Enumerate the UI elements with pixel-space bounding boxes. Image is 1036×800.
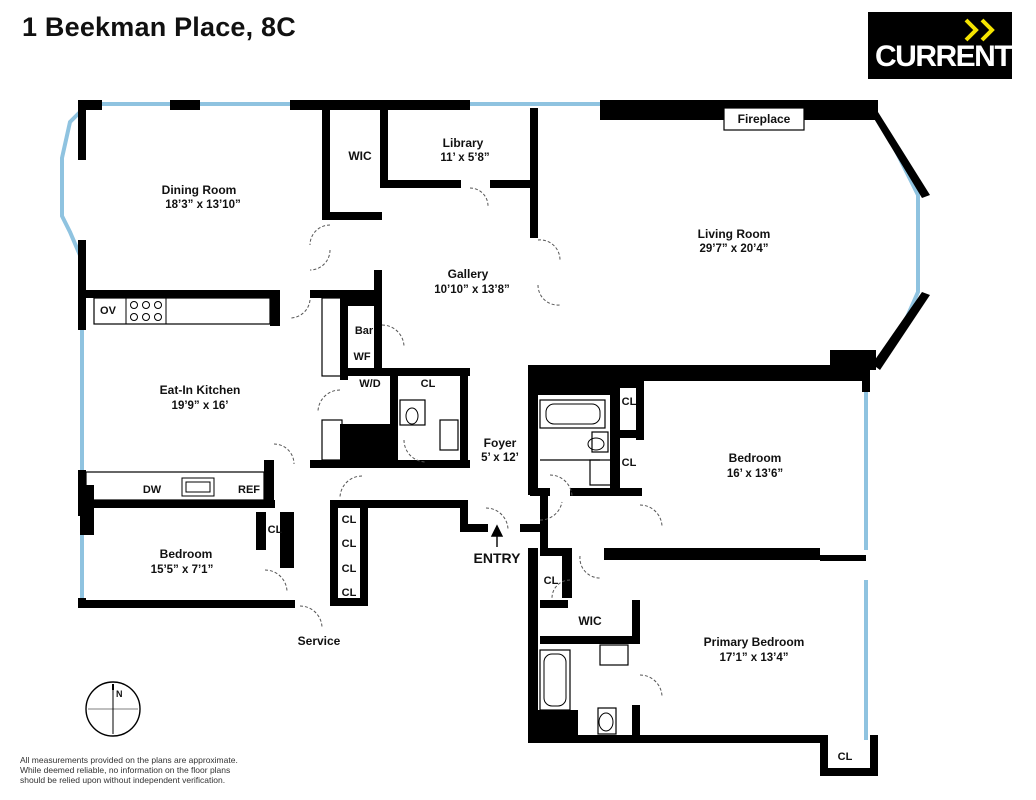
disclaimer: All measurements provided on the plans a… xyxy=(20,755,280,785)
bedroom-left-dims: 15’5” x 7’1” xyxy=(151,564,214,576)
closet-label: CL xyxy=(421,378,436,390)
fireplace-label: Fireplace xyxy=(738,112,791,126)
range-icon xyxy=(125,297,167,325)
walls xyxy=(78,100,930,776)
brand-logo-text: CURRENT xyxy=(875,40,1013,73)
disclaimer-line: All measurements provided on the plans a… xyxy=(20,755,238,765)
door-swings xyxy=(264,187,663,698)
entry-arrow-icon xyxy=(490,524,504,547)
chevron-right-icon xyxy=(964,18,995,42)
outlines xyxy=(85,297,629,735)
dishwasher-label: DW xyxy=(143,484,162,496)
entry-label: ENTRY xyxy=(474,550,522,566)
wic-label: WIC xyxy=(348,149,372,163)
bedroom-right-label: Bedroom xyxy=(729,451,782,465)
gallery-dims: 10’10” x 13’8” xyxy=(434,284,509,296)
living-room-label: Living Room xyxy=(698,227,771,241)
sink-icon xyxy=(181,477,215,497)
compass-north-label: N xyxy=(116,689,123,699)
oven-label: OV xyxy=(100,305,117,317)
library-label: Library xyxy=(443,136,484,150)
closet-label: CL xyxy=(342,514,357,526)
fireplace-box xyxy=(723,107,805,131)
living-room-dims: 29’7” x 20’4” xyxy=(699,243,768,255)
bar-label: Bar xyxy=(355,325,374,337)
closet-label: CL xyxy=(268,524,283,536)
wic-primary-label: WIC xyxy=(578,614,602,628)
windows xyxy=(60,102,920,740)
refrigerator-label: REF xyxy=(238,484,260,496)
primary-bedroom-label: Primary Bedroom xyxy=(704,635,805,649)
closet-label: CL xyxy=(342,587,357,599)
washer-dryer-label: W/D xyxy=(359,378,380,390)
dining-room-dims: 18’3” x 13’10” xyxy=(165,199,240,211)
brand-logo: CURRENT xyxy=(868,12,1013,79)
disclaimer-line: should be relied upon without independen… xyxy=(20,775,226,785)
closet-label: CL xyxy=(838,751,853,763)
primary-bedroom-dims: 17’1” x 13’4” xyxy=(719,652,788,664)
disclaimer-line: While deemed reliable, no information on… xyxy=(20,765,231,775)
closet-label: CL xyxy=(342,538,357,550)
closet-label: CL xyxy=(622,457,637,469)
kitchen-dims: 19’9” x 16’ xyxy=(172,400,229,412)
bathtub-icon xyxy=(543,403,601,707)
bedroom-left-label: Bedroom xyxy=(160,547,213,561)
closet-label: CL xyxy=(622,396,637,408)
foyer-label: Foyer xyxy=(484,436,517,450)
closet-label: CL xyxy=(544,575,559,587)
library-dims: 11’ x 5’8” xyxy=(440,152,489,164)
dining-room-label: Dining Room xyxy=(162,183,237,197)
wine-fridge-label: WF xyxy=(353,351,370,363)
closet-label: CL xyxy=(342,563,357,575)
gallery-label: Gallery xyxy=(448,267,489,281)
foyer-dims: 5’ x 12’ xyxy=(481,452,519,464)
toilet-icon xyxy=(405,407,614,732)
compass-icon: N xyxy=(85,681,141,737)
bedroom-right-dims: 16’ x 13’6” xyxy=(727,468,783,480)
kitchen-label: Eat-In Kitchen xyxy=(160,383,241,397)
service-label: Service xyxy=(298,634,341,648)
page-title: 1 Beekman Place, 8C xyxy=(22,12,296,42)
